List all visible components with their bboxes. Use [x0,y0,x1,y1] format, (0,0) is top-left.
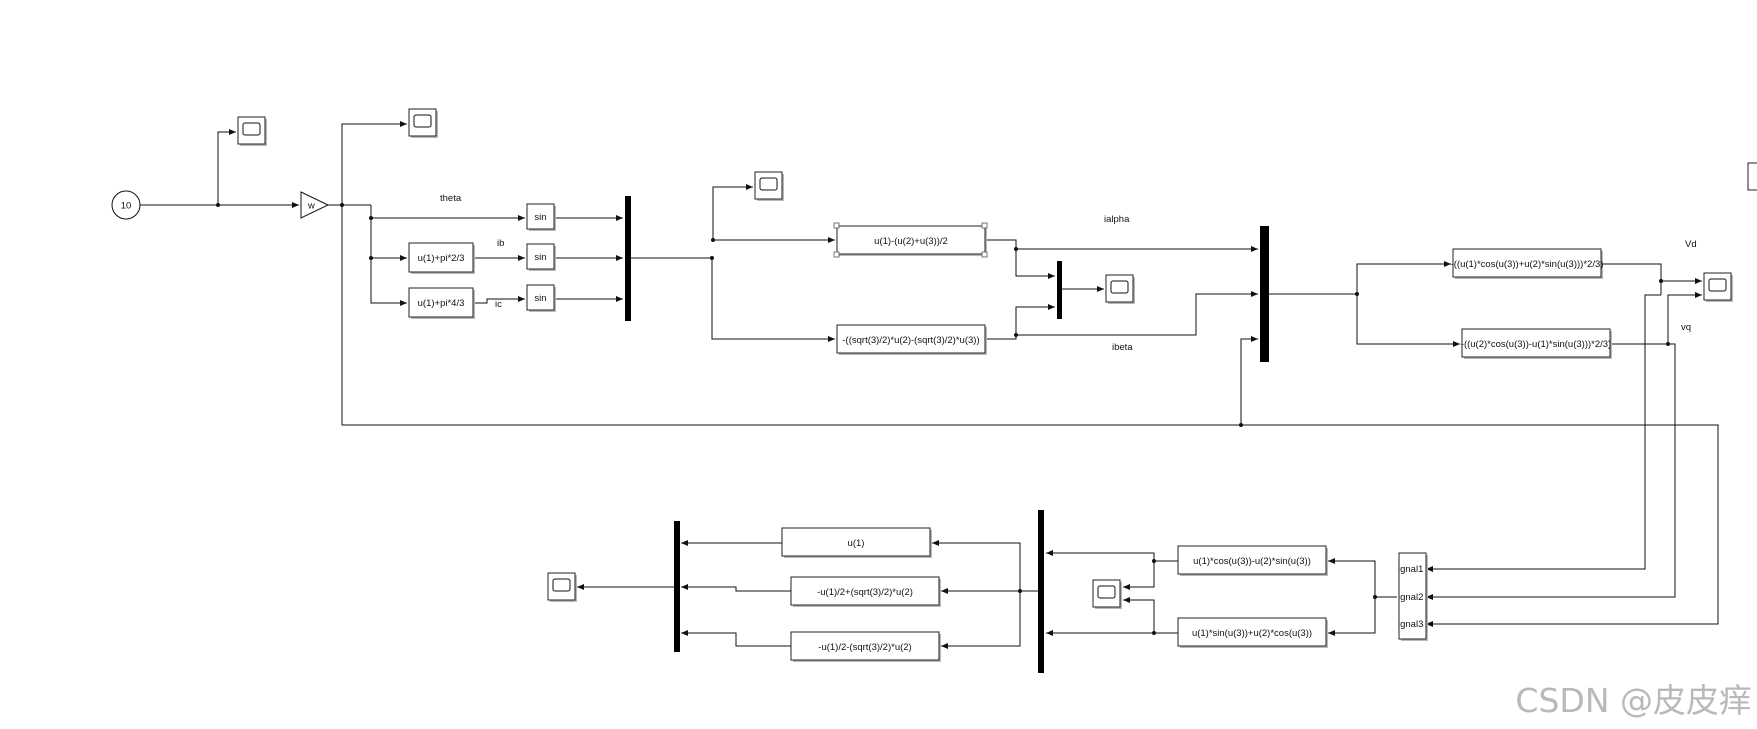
gain-block[interactable]: w [300,191,330,219]
fcn-block-out-c[interactable]: -u(1)/2-(sqrt(3)/2)*u(2) [790,631,941,662]
fcn-block-vq[interactable]: -((u(2)*cos(u(3))-u(1)*sin(u(3)))*2/3) [1461,328,1612,359]
fcn-block-phase-b[interactable]: u(1)+pi*2/3 [408,242,475,274]
scope-icon-constant[interactable] [237,116,268,147]
fcn-block-beta[interactable]: -((sqrt(3)/2)*u(2)-(sqrt(3)/2)*u(3)) [836,324,987,355]
mux-abc-output[interactable] [674,521,680,652]
fcn-beta-expr: -((sqrt(3)/2)*u(2)-(sqrt(3)/2)*u(3)) [842,335,979,346]
scope-icon-partial[interactable] [1747,162,1757,191]
sin-c-label: sin [534,293,546,304]
scope-icon-abc[interactable] [754,171,785,202]
fcn-block-phase-c[interactable]: u(1)+pi*4/3 [408,287,475,319]
watermark-text: CSDN @皮皮痒 [1515,681,1752,720]
fcn-vd-expr: -((u(1)*cos(u(3))+u(2)*sin(u(3)))*2/3) [1451,259,1604,270]
fcn-block-inv-alpha[interactable]: u(1)*cos(u(3))-u(2)*sin(u(3)) [1177,545,1328,576]
sin-block-b[interactable]: sin [526,243,556,271]
signal-label-ic: ic [495,299,502,310]
signal-label-theta: theta [440,193,462,204]
mux-alpha-beta-scope[interactable] [1057,261,1062,319]
fcn-out-a-expr: u(1) [848,538,865,549]
sin-b-label: sin [534,252,546,263]
fcn-block-out-a[interactable]: u(1) [781,527,932,558]
bus-port-2-label: ignal2 [1398,592,1423,603]
gain-label: w [307,201,315,212]
fcn-inv-beta-expr: u(1)*sin(u(3))+u(2)*cos(u(3)) [1192,628,1312,639]
scope-icon-output[interactable] [547,572,578,603]
scope-icon-inverse-park[interactable] [1092,579,1123,610]
branch-points [216,203,1670,635]
fcn-block-alpha[interactable]: u(1)-(u(2)+u(3))/2 [833,222,988,258]
fcn-out-c-expr: -u(1)/2-(sqrt(3)/2)*u(2) [818,642,911,653]
sin-a-label: sin [534,212,546,223]
mux-inverse-park[interactable] [1038,510,1044,673]
constant-block[interactable]: 10 [111,190,141,220]
constant-value: 10 [121,201,132,212]
bus-creator-block[interactable]: ignal1 ignal2 ignal3 [1398,552,1428,641]
fcn-block-vd[interactable]: -((u(1)*cos(u(3))+u(2)*sin(u(3)))*2/3) [1451,248,1604,279]
signal-label-vd: Vd [1685,239,1697,250]
signal-label-ibeta: ibeta [1112,342,1133,353]
mux-park-input[interactable] [1260,226,1269,362]
fcn-phase-b-expr: u(1)+pi*2/3 [418,253,465,264]
signal-wires [140,121,1719,649]
fcn-block-inv-beta[interactable]: u(1)*sin(u(3))+u(2)*cos(u(3)) [1177,617,1328,648]
sin-block-c[interactable]: sin [526,284,556,312]
fcn-block-out-b[interactable]: -u(1)/2+(sqrt(3)/2)*u(2) [790,576,941,607]
scope-icon-theta[interactable] [408,108,439,139]
sin-block-a[interactable]: sin [526,203,556,231]
bus-port-1-label: ignal1 [1398,564,1423,575]
bus-port-3-label: ignal3 [1398,619,1423,630]
fcn-inv-alpha-expr: u(1)*cos(u(3))-u(2)*sin(u(3)) [1193,556,1311,567]
fcn-alpha-expr: u(1)-(u(2)+u(3))/2 [874,236,948,247]
fcn-out-b-expr: -u(1)/2+(sqrt(3)/2)*u(2) [817,587,913,598]
signal-label-vq: vq [1681,322,1691,333]
signal-label-ib: ib [497,238,504,249]
scope-icon-dq[interactable] [1703,272,1734,303]
fcn-phase-c-expr: u(1)+pi*4/3 [418,298,465,309]
scope-icon-alpha-beta[interactable] [1105,274,1136,305]
fcn-vq-expr: -((u(2)*cos(u(3))-u(1)*sin(u(3)))*2/3) [1461,339,1611,350]
mux-abc[interactable] [625,196,631,321]
signal-label-ialpha: ialpha [1104,214,1130,225]
